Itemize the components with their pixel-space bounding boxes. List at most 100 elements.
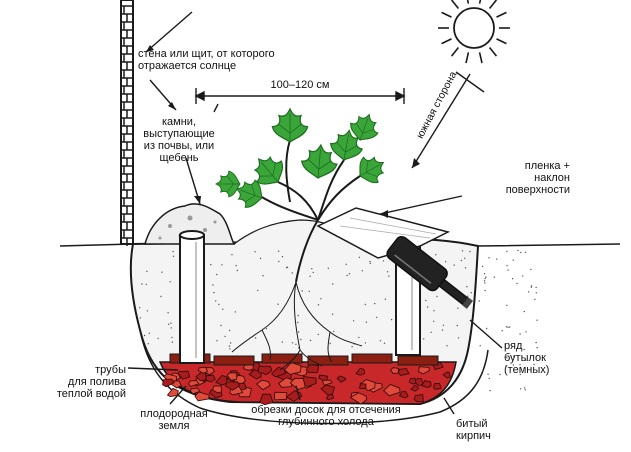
- brick-piece: [259, 393, 274, 406]
- ground-dot: [504, 345, 507, 347]
- brick-piece: [442, 371, 451, 379]
- soil-dot: [297, 347, 300, 349]
- ground-dot: [483, 280, 486, 282]
- label-brick-line1: битый: [456, 418, 488, 430]
- soil-dot: [433, 310, 435, 312]
- soil-dot: [423, 338, 425, 340]
- label-soil: плодородная земля: [134, 408, 214, 432]
- soil-dot: [172, 250, 174, 253]
- label-bottles-line3: (темных): [504, 364, 550, 376]
- soil-dot: [329, 342, 331, 345]
- ground-dot: [506, 264, 508, 267]
- label-brick: битый кирпич: [456, 418, 491, 442]
- label-film-line2: наклон: [534, 172, 570, 184]
- grape-leaf: [350, 113, 379, 141]
- label-film-line3: поверхности: [505, 184, 570, 196]
- brick-piece: [273, 391, 288, 401]
- soil-dot: [229, 348, 231, 350]
- brick-piece: [349, 392, 368, 405]
- vine-roots: [231, 281, 363, 371]
- ground-dot: [516, 282, 518, 285]
- sun: [438, 0, 510, 64]
- brick-piece: [413, 394, 424, 403]
- soil-dot: [369, 262, 371, 265]
- soil-dot: [285, 267, 288, 269]
- soil-dot: [384, 298, 387, 300]
- soil-dot: [262, 275, 264, 277]
- ground-dot: [530, 285, 533, 287]
- soil-dot: [311, 268, 313, 270]
- label-soil-line2: земля: [158, 420, 190, 432]
- brick-piece: [211, 385, 223, 394]
- soil-dot: [331, 313, 334, 315]
- ground-dot: [519, 364, 521, 366]
- soil-dot: [333, 330, 335, 333]
- soil-dot: [171, 336, 173, 339]
- soil-dot: [309, 339, 312, 342]
- wall: [120, 0, 134, 246]
- brick-piece: [215, 375, 228, 386]
- ground-dot: [517, 249, 519, 252]
- brick-piece: [320, 384, 335, 396]
- soil-dot: [213, 291, 215, 294]
- ground-dot: [481, 265, 484, 268]
- soil-dot: [467, 295, 469, 297]
- label-stones-line1: камни,: [161, 116, 196, 128]
- brick-piece: [336, 375, 347, 383]
- ground-dot: [489, 389, 491, 392]
- ground-dot: [505, 326, 508, 328]
- ground-dot: [493, 276, 496, 278]
- grape-leaf: [359, 156, 385, 184]
- brick-piece: [188, 380, 200, 387]
- soil-dot: [348, 273, 351, 275]
- label-boards-line2: глубинного холода: [278, 416, 374, 428]
- brick-piece: [421, 380, 432, 389]
- soil-dot: [386, 271, 389, 273]
- label-wall-line1: стена или щит, от которого: [138, 48, 275, 60]
- dark-bottle: [386, 235, 473, 309]
- label-wall-line2: отражается солнце: [138, 60, 237, 72]
- soil-dot: [374, 302, 376, 305]
- ground-dot: [506, 250, 508, 253]
- soil-dot: [460, 259, 463, 262]
- soil-dot: [221, 264, 223, 266]
- grape-leaf: [271, 107, 309, 143]
- ground-dot: [512, 364, 515, 366]
- grape-leaf: [214, 170, 241, 198]
- soil-dot: [317, 304, 320, 306]
- soil-dot: [470, 292, 472, 294]
- ground-dot: [485, 276, 487, 278]
- ground-dot: [506, 357, 508, 359]
- soil-dot: [139, 307, 141, 309]
- ground-dot: [527, 291, 530, 293]
- ground-dot: [519, 373, 521, 376]
- soil-dot: [236, 269, 238, 272]
- ground-dot: [520, 251, 522, 254]
- soil-dot: [277, 303, 279, 305]
- soil-dot: [146, 310, 149, 312]
- brick-piece: [397, 368, 410, 376]
- soil-dot: [297, 331, 300, 333]
- ground-dot: [523, 310, 525, 313]
- ground-dot: [501, 330, 503, 332]
- soil-dot: [301, 290, 303, 292]
- label-pipes: трубы для полива теплой водой: [52, 364, 126, 400]
- soil-dot: [345, 263, 347, 265]
- brick-piece: [195, 371, 207, 382]
- label-bottles-line1: ряд: [504, 340, 523, 352]
- ground-dot: [479, 345, 481, 347]
- broken-brick-layer: [158, 361, 457, 406]
- soil-dot: [427, 306, 429, 308]
- ground-dot: [524, 251, 527, 254]
- soil-dot: [234, 311, 237, 313]
- arrow-heads: [146, 45, 420, 218]
- soil-dot: [466, 286, 468, 288]
- soil-dot: [457, 307, 459, 309]
- soil-dot: [160, 295, 162, 298]
- soil-dot: [388, 275, 390, 277]
- soil-dot: [161, 271, 163, 273]
- brick-piece: [383, 384, 401, 397]
- label-pipes-line2: для полива: [67, 376, 126, 388]
- ground-dot: [507, 326, 509, 328]
- brick-piece: [318, 374, 329, 382]
